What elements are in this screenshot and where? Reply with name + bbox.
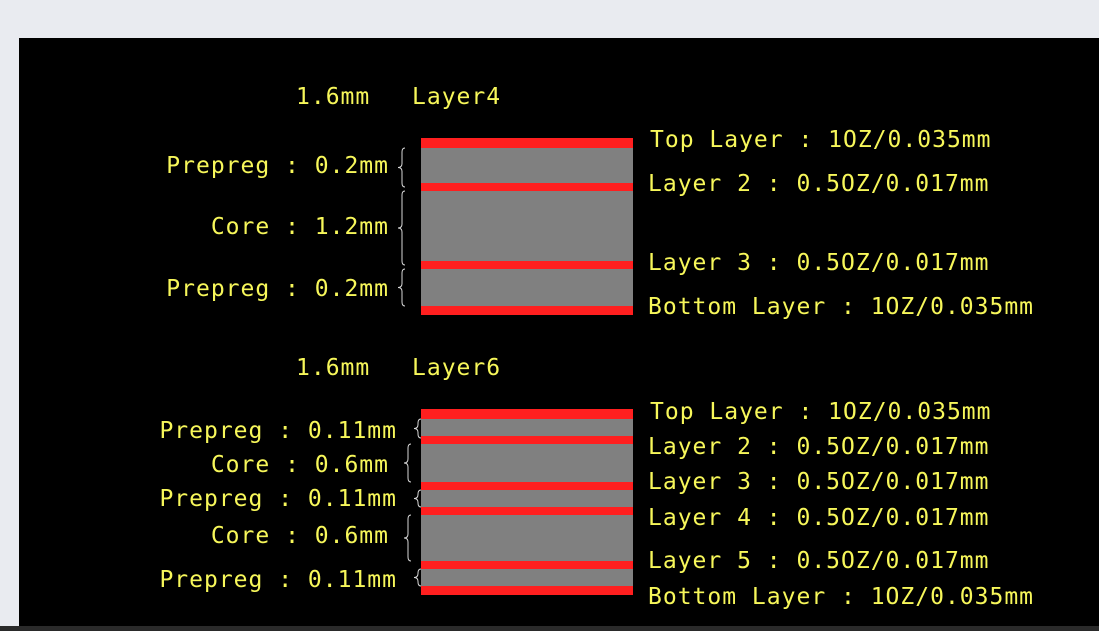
stack6-copper-label: Layer 4 : 0.5OZ/0.017mm <box>648 505 990 531</box>
stack6-dielectric-label: Prepreg : 0.11mm <box>159 418 397 444</box>
stack6-copper-label: Top Layer : 1OZ/0.035mm <box>650 399 992 425</box>
stack4-thickness: 1.6mm <box>296 84 371 110</box>
stack6-dielectric-label: Core : 0.6mm <box>210 523 389 549</box>
stack6-core-bracket <box>403 514 412 562</box>
bottom-edge-strip <box>0 626 1099 631</box>
stack6-dielectric-label: Prepreg : 0.11mm <box>159 567 397 593</box>
stack6-thickness: 1.6mm <box>296 355 371 381</box>
stack4-dielectric-label: Prepreg : 0.2mm <box>166 153 389 179</box>
stack6-prepreg-bracket <box>413 418 422 439</box>
stack6-prepreg-bracket <box>413 568 422 587</box>
stack6-copper-label: Bottom Layer : 1OZ/0.035mm <box>648 584 1035 610</box>
stack4-dielectric-label: Core : 1.2mm <box>210 214 389 240</box>
stackup-diagram-panel: 1.6mm Layer4 Prepreg : 0.2mm Core : 1.2m… <box>19 38 1099 631</box>
stack6-dielectric-label: Prepreg : 0.11mm <box>159 486 397 512</box>
stack6-prepreg-bracket <box>413 489 422 508</box>
stack4-dielectric-body <box>421 143 633 311</box>
stack4-copper-label: Layer 2 : 0.5OZ/0.017mm <box>648 171 990 197</box>
stack6-copper-label: Layer 5 : 0.5OZ/0.017mm <box>648 548 990 574</box>
stack4-copper-layer <box>421 306 633 315</box>
stack6-copper-layer <box>421 436 633 444</box>
stack4-copper-layer <box>421 261 633 269</box>
stack4-core-bracket <box>397 190 406 266</box>
stack4-name: Layer4 <box>412 84 502 110</box>
stack4-copper-label: Layer 3 : 0.5OZ/0.017mm <box>648 250 990 276</box>
stack6-dielectric-label: Core : 0.6mm <box>210 452 389 478</box>
stack4-copper-label: Top Layer : 1OZ/0.035mm <box>650 127 992 153</box>
stack6-copper-layer <box>421 561 633 569</box>
stack6-name: Layer6 <box>412 355 502 381</box>
stack6-copper-layer <box>421 586 633 595</box>
stack4-prepreg-bracket <box>397 147 406 188</box>
stack4-prepreg-bracket <box>397 268 406 307</box>
stack6-copper-layer <box>421 482 633 490</box>
stackup-diagram <box>397 138 633 595</box>
stack6-copper-layer <box>421 507 633 515</box>
stack4-dielectric-label: Prepreg : 0.2mm <box>166 276 389 302</box>
stack6-copper-layer <box>421 409 633 419</box>
stack4-copper-layer <box>421 138 633 148</box>
stack6-copper-label: Layer 3 : 0.5OZ/0.017mm <box>648 469 990 495</box>
stack6-copper-label: Layer 2 : 0.5OZ/0.017mm <box>648 434 990 460</box>
stack6-core-bracket <box>403 443 412 483</box>
stack4-copper-layer <box>421 183 633 191</box>
stack4-copper-label: Bottom Layer : 1OZ/0.035mm <box>648 294 1035 320</box>
